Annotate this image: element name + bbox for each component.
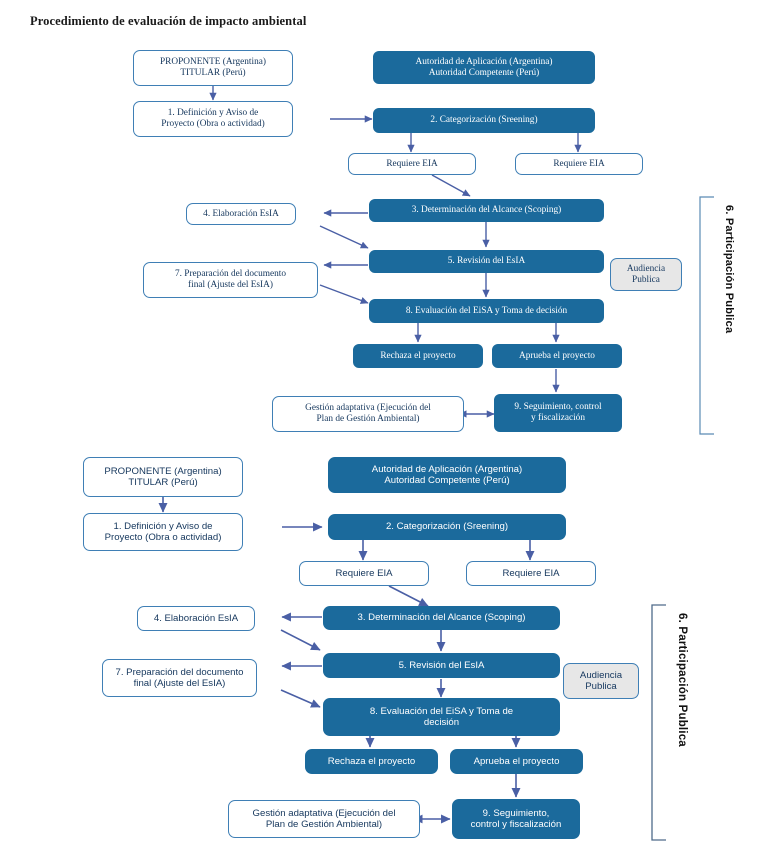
bracket-caption-2: 6. Participación Publica [676,613,688,747]
node-gestion-adaptativa[interactable]: Gestión adaptativa (Ejecución del Plan d… [272,396,464,432]
node-seguimiento-line1: 9. Seguimiento, control [514,402,602,413]
node-gestion-2-line1: Gestión adaptativa (Ejecución del [252,807,396,819]
node-definicion-line2: Proyecto (Obra o actividad) [161,119,265,129]
node-gestion-2-line2: Plan de Gestión Ambiental) [265,819,383,830]
node-revision-2-label: 5. Revisión del EsIA [398,659,485,671]
node-determinacion-alcance-2[interactable]: 3. Determinación del Alcance (Scoping) [323,606,560,630]
node-definicion-2-line1: 1. Definición y Aviso de [113,520,213,532]
node-alcance-2-label: 3. Determinación del Alcance (Scoping) [357,612,526,624]
node-requiere-eia-left[interactable]: Requiere EIA [348,153,476,175]
node-determinacion-alcance[interactable]: 3. Determinación del Alcance (Scoping) [369,199,604,222]
node-rechaza-2-label: Rechaza el proyecto [327,755,416,767]
page-title: Procedimiento de evaluación de impacto a… [30,14,307,28]
node-aprueba-proyecto-2[interactable]: Aprueba el proyecto [450,749,583,774]
node-audiencia-line2: Publica [632,274,660,285]
node-categorizacion-2-label: 2. Categorización (Sreening) [385,521,509,533]
node-audiencia-2-line2: Publica [585,681,617,692]
node-proponente-line1: PROPONENTE (Argentina) [160,57,266,68]
node-rechaza-proyecto-2[interactable]: Rechaza el proyecto [305,749,438,774]
node-rechaza-proyecto[interactable]: Rechaza el proyecto [353,344,483,368]
node-seguimiento-line2: y fiscalización [531,413,585,423]
node-proponente-line2: TITULAR (Perú) [180,68,246,78]
node-seguimiento-2-line2: control y fiscalización [470,819,562,830]
node-definicion-aviso-2[interactable]: 1. Definición y Aviso de Proyecto (Obra … [83,513,243,551]
node-autoridad-aplicacion[interactable]: Autoridad de Aplicación (Argentina) Auto… [373,51,595,84]
node-preparacion-2-line1: 7. Preparación del documento [115,666,244,678]
node-definicion-2-line2: Proyecto (Obra o actividad) [104,532,222,543]
node-audiencia-publica-2[interactable]: Audiencia Publica [563,663,639,699]
node-gestion-line2: Plan de Gestión Ambiental) [316,414,420,424]
node-autoridad-line1: Autoridad de Aplicación (Argentina) [415,56,553,67]
node-seguimiento-2-line1: 9. Seguimiento, [482,807,550,819]
node-audiencia-line1: Audiencia [626,263,666,274]
node-proponente-2-line2: TITULAR (Perú) [128,477,198,488]
node-autoridad-2-line1: Autoridad de Aplicación (Argentina) [371,463,523,475]
node-evaluacion-toma-decision[interactable]: 8. Evaluación del EiSA y Toma de decisió… [369,299,604,323]
node-categorizacion-label: 2. Categorización (Sreening) [430,115,538,126]
node-elaboracion-label: 4. Elaboración EsIA [203,208,279,219]
node-requiere-eia-right-2-label: Requiere EIA [502,567,560,579]
bracket-participacion-1 [692,196,716,436]
node-categorizacion[interactable]: 2. Categorización (Sreening) [373,108,595,133]
node-revision-esia[interactable]: 5. Revisión del EsIA [369,250,604,273]
node-preparacion-2-line2: final (Ajuste del EsIA) [133,678,226,689]
node-seguimiento-control[interactable]: 9. Seguimiento, control y fiscalización [494,394,622,432]
node-proponente-2[interactable]: PROPONENTE (Argentina) TITULAR (Perú) [83,457,243,497]
node-audiencia-2-line1: Audiencia [579,669,623,681]
node-preparacion-documento-2[interactable]: 7. Preparación del documento final (Ajus… [102,659,257,697]
node-evaluacion-2-line1: 8. Evaluación del EiSA y Toma de [369,705,514,717]
node-evaluacion-toma-decision-2[interactable]: 8. Evaluación del EiSA y Toma de decisió… [323,698,560,736]
node-aprueba-2-label: Aprueba el proyecto [473,755,560,767]
node-gestion-adaptativa-2[interactable]: Gestión adaptativa (Ejecución del Plan d… [228,800,420,838]
node-categorizacion-2[interactable]: 2. Categorización (Sreening) [328,514,566,540]
node-gestion-line1: Gestión adaptativa (Ejecución del [305,403,431,414]
node-revision-esia-2[interactable]: 5. Revisión del EsIA [323,653,560,678]
node-definicion-line1: 1. Definición y Aviso de [167,108,259,119]
node-requiere-eia-left-2[interactable]: Requiere EIA [299,561,429,586]
node-elaboracion-esia[interactable]: 4. Elaboración EsIA [186,203,296,225]
node-aprueba-label: Aprueba el proyecto [519,350,595,361]
node-elaboracion-esia-2[interactable]: 4. Elaboración EsIA [137,606,255,631]
node-alcance-label: 3. Determinación del Alcance (Scoping) [411,205,562,216]
node-requiere-eia-left-label: Requiere EIA [386,158,438,169]
node-proponente[interactable]: PROPONENTE (Argentina) TITULAR (Perú) [133,50,293,86]
node-seguimiento-control-2[interactable]: 9. Seguimiento, control y fiscalización [452,799,580,839]
connector-layer-1 [209,86,582,418]
node-requiere-eia-right[interactable]: Requiere EIA [515,153,643,175]
node-definicion-aviso[interactable]: 1. Definición y Aviso de Proyecto (Obra … [133,101,293,137]
node-rechaza-label: Rechaza el proyecto [380,350,456,361]
node-preparacion-line2: final (Ajuste del EsIA) [188,280,273,290]
node-requiere-eia-right-label: Requiere EIA [553,158,605,169]
node-autoridad-line2: Autoridad Competente (Perú) [428,67,540,78]
node-elaboracion-2-label: 4. Elaboración EsIA [153,612,239,624]
node-requiere-eia-right-2[interactable]: Requiere EIA [466,561,596,586]
node-preparacion-documento[interactable]: 7. Preparación del documento final (Ajus… [143,262,318,298]
node-evaluacion-label: 8. Evaluación del EiSA y Toma de decisió… [405,305,568,316]
node-evaluacion-2-line2: decisión [423,717,460,728]
node-revision-label: 5. Revisión del EsIA [447,256,526,267]
node-proponente-2-line1: PROPONENTE (Argentina) [104,465,222,477]
node-autoridad-2-line2: Autoridad Competente (Perú) [384,475,510,486]
node-requiere-eia-left-2-label: Requiere EIA [335,567,393,579]
node-preparacion-line1: 7. Preparación del documento [174,269,286,280]
node-aprueba-proyecto[interactable]: Aprueba el proyecto [492,344,622,368]
bracket-participacion-2 [644,604,668,842]
node-audiencia-publica[interactable]: Audiencia Publica [610,258,682,291]
node-autoridad-aplicacion-2[interactable]: Autoridad de Aplicación (Argentina) Auto… [328,457,566,493]
